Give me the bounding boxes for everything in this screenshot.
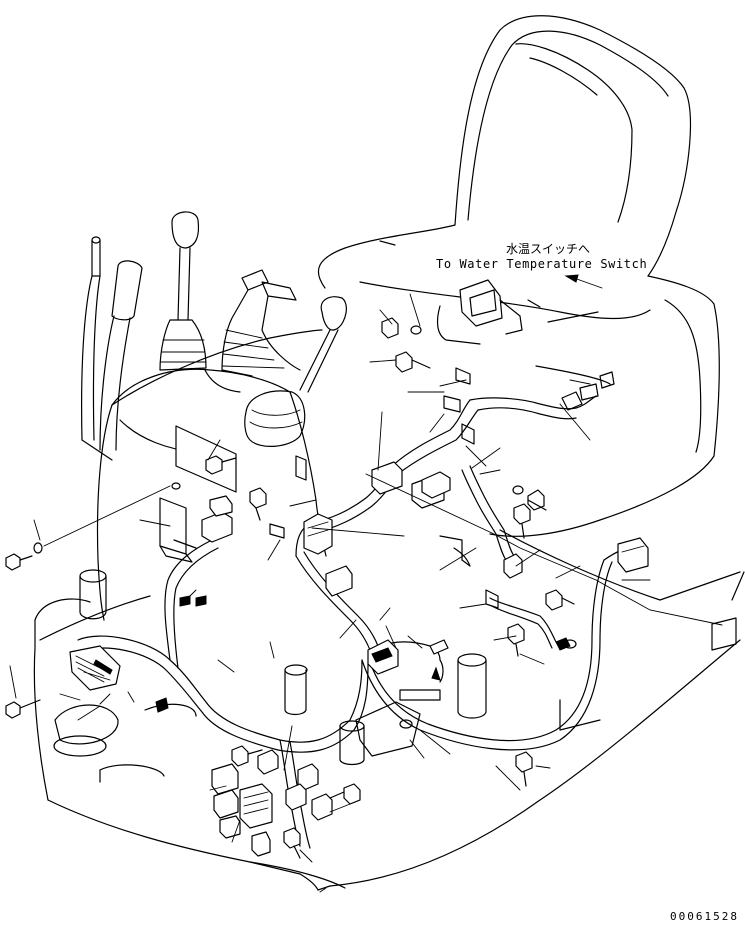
drawing-number: 00061528	[670, 910, 739, 923]
callout-arrow	[566, 275, 602, 288]
control-levers	[82, 212, 347, 460]
callout-label-japanese: 水温スイッチへ	[506, 242, 591, 256]
operator-seat	[318, 16, 719, 537]
callout-label-english: To Water Temperature Switch	[436, 257, 648, 271]
fasteners	[6, 318, 574, 858]
main-harness	[78, 396, 622, 848]
brackets	[160, 280, 614, 756]
floor-frame	[34, 330, 740, 890]
posts	[80, 570, 486, 765]
connectors	[70, 462, 648, 856]
side-panel	[712, 572, 744, 650]
leader-lines	[10, 294, 722, 892]
